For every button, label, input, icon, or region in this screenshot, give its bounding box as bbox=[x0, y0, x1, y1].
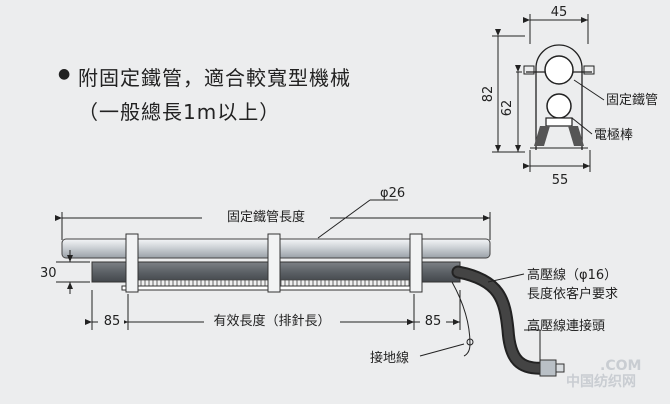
feature-line-1: 附固定鐵管，適合較寬型機械 bbox=[78, 66, 351, 90]
dim-height: 30 bbox=[40, 266, 57, 281]
dim-width-top: 45 bbox=[551, 5, 568, 20]
bracket-right bbox=[409, 233, 423, 293]
hv-connector bbox=[539, 359, 557, 377]
bracket-left bbox=[125, 233, 139, 293]
dim-height-total: 82 bbox=[481, 86, 496, 103]
dim-diameter: φ26 bbox=[380, 186, 405, 201]
fixed-pipe-section bbox=[544, 55, 574, 85]
bracket-middle bbox=[267, 233, 281, 293]
bullet-dot: ● bbox=[58, 66, 71, 82]
electrode-rod-section bbox=[546, 93, 572, 119]
label-ground-wire: 接地線 bbox=[370, 350, 409, 366]
watermark-domain: .COM bbox=[600, 358, 641, 374]
label-electrode-rod: 電極棒 bbox=[594, 127, 633, 143]
dim-left-margin: 85 bbox=[104, 314, 121, 329]
ground-wire bbox=[451, 281, 471, 357]
label-length-per-customer: 長度依客户要求 bbox=[527, 286, 618, 302]
watermark: .COM 中国纺织网 bbox=[566, 358, 641, 390]
dim-effective-length: 有效長度（排針長） bbox=[213, 313, 330, 329]
section-view: 45 82 62 bbox=[481, 5, 658, 188]
feature-line-2: （一般總長1m以上） bbox=[78, 100, 281, 124]
watermark-site: 中国纺织网 bbox=[566, 373, 636, 390]
dim-right-margin: 85 bbox=[425, 314, 442, 329]
side-view: φ26 固定鐵管長度 30 bbox=[40, 186, 618, 377]
label-hv-cable: 高壓線（φ16） bbox=[527, 267, 617, 283]
label-fixed-pipe: 固定鐵管 bbox=[606, 92, 658, 108]
label-hv-connector: 高壓線連接頭 bbox=[527, 318, 605, 334]
dim-pipe-length: 固定鐵管長度 bbox=[227, 209, 305, 225]
dim-height-center: 62 bbox=[500, 100, 515, 117]
dim-width-bottom: 55 bbox=[552, 173, 569, 188]
